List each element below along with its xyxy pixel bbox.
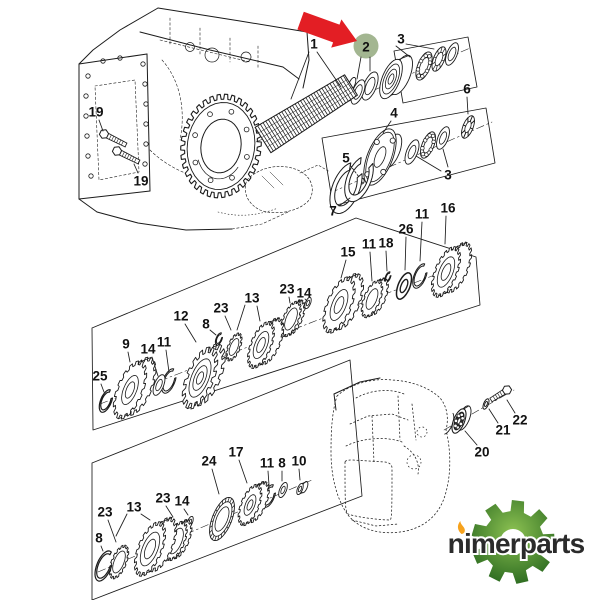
highlight-circle: [353, 33, 379, 59]
logo-gear-hole: [500, 529, 526, 555]
part-label-8: 8: [95, 531, 103, 546]
part-label-11: 11: [157, 335, 172, 350]
logo-flame-icon: [457, 521, 465, 534]
part-label-8: 8: [202, 317, 210, 332]
part-label-19: 19: [88, 105, 103, 120]
part-highlight: [297, 11, 379, 59]
part-label-23: 23: [97, 505, 113, 520]
part-label-3: 3: [444, 168, 452, 183]
part-label-8: 8: [278, 456, 286, 471]
part-label-21: 21: [495, 423, 511, 438]
part-label-15: 15: [340, 245, 356, 260]
logo-text: nimerparts: [448, 528, 585, 559]
highlight-arrow: [297, 11, 357, 48]
part-label-13: 13: [244, 291, 260, 306]
part-label-9: 9: [122, 337, 130, 352]
part-label-23: 23: [155, 491, 171, 506]
part-label-14: 14: [140, 342, 156, 357]
part-label-17: 17: [228, 445, 243, 460]
part-label-2: 2: [362, 40, 370, 55]
part-label-12: 12: [173, 309, 188, 324]
part-label-23: 23: [213, 301, 229, 316]
mounting-bolts: [98, 129, 141, 165]
part-label-3: 3: [397, 32, 405, 47]
rear-housing: [330, 377, 455, 534]
part-label-10: 10: [291, 454, 306, 469]
part-label-5: 5: [342, 151, 350, 166]
rear-bearing-parts: [451, 385, 513, 434]
nimerparts-logo[interactable]: nimerparts: [446, 500, 587, 584]
input-shaft-assembly: [254, 42, 459, 154]
part-label-25: 25: [92, 369, 108, 384]
part-label-6: 6: [463, 82, 471, 97]
countershaft-gear-assembly: [94, 480, 309, 582]
part-label-11: 11: [415, 207, 430, 222]
part-label-11: 11: [362, 237, 377, 252]
part-label-24: 24: [201, 454, 217, 469]
part-label-18: 18: [378, 236, 394, 251]
part-label-23: 23: [279, 282, 295, 297]
part-label-26: 26: [398, 222, 414, 237]
bearing-retainer-assembly: [329, 115, 475, 214]
ring-gear: [180, 93, 262, 199]
part-label-7: 7: [329, 204, 337, 219]
part-label-1: 1: [310, 37, 318, 52]
part-label-16: 16: [440, 201, 456, 216]
part-label-22: 22: [512, 413, 527, 428]
part-label-11: 11: [260, 456, 275, 471]
part-label-13: 13: [126, 500, 142, 515]
part-label-4: 4: [390, 106, 398, 121]
part-label-14: 14: [174, 494, 190, 509]
part-label-19: 19: [133, 174, 148, 189]
part-label-20: 20: [474, 445, 489, 460]
mainshaft-gear-assembly: [98, 241, 473, 420]
part-label-14: 14: [296, 286, 312, 301]
ghost-housing-middle: [217, 164, 331, 216]
